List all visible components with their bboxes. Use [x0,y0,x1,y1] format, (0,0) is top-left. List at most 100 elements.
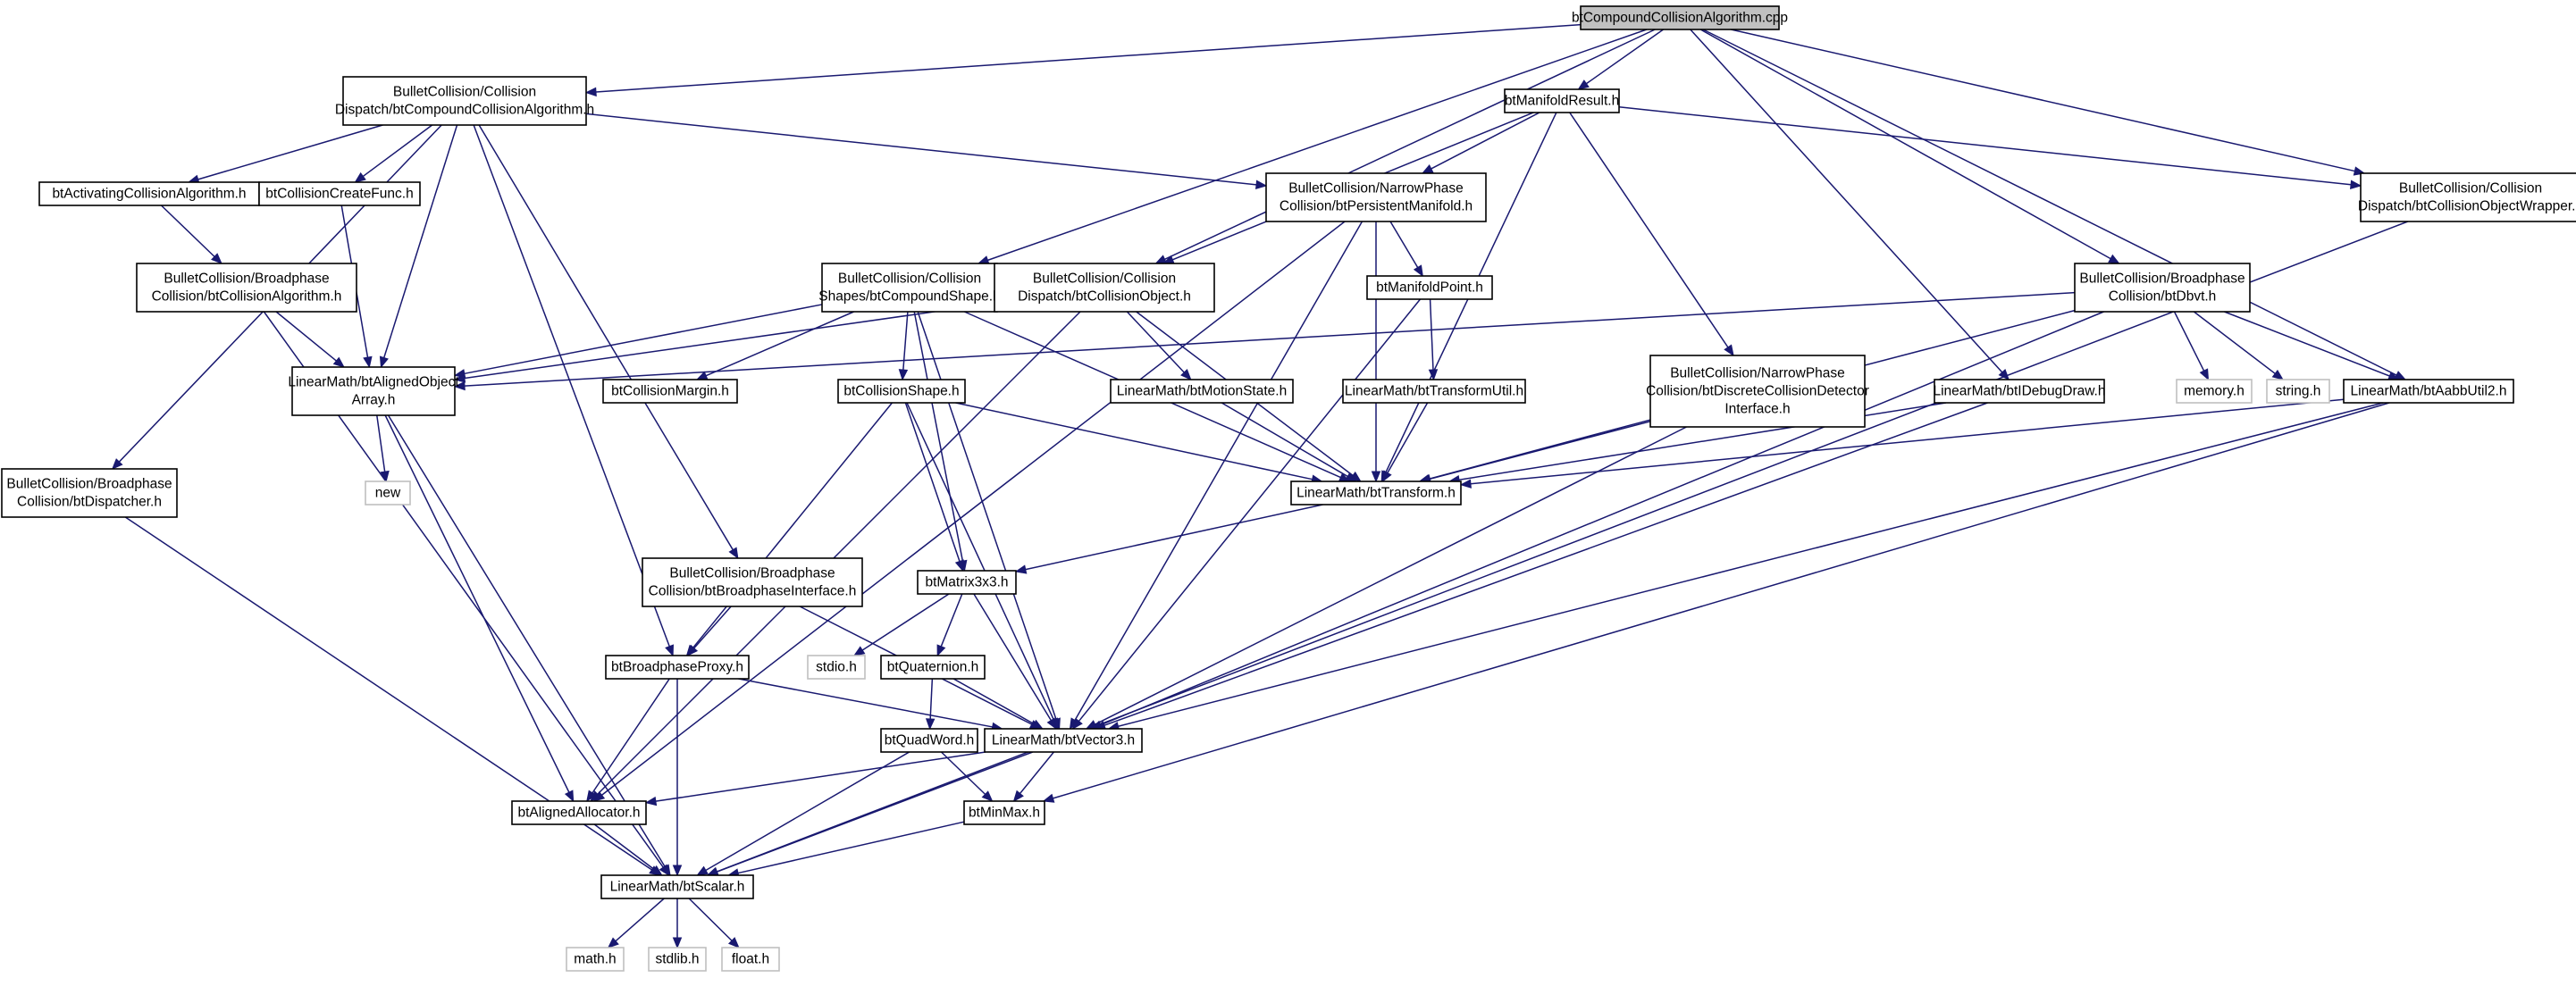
node-manifoldPoint[interactable]: btManifoldPoint.h [1366,275,1493,300]
node-collisionObject[interactable]: BulletCollision/CollisionDispatch/btColl… [994,263,1215,313]
edge-broadProxy-to-scalar [672,679,683,877]
edge-collisionObject-to-alignedArray [453,302,995,383]
edge-arrowhead [727,937,740,948]
edge-collisionAlg-to-alignedArray [275,311,345,368]
node-label: btBroadphaseProxy.h [611,660,743,675]
edge-line [464,291,2076,387]
node-minMax[interactable]: btMinMax.h [963,800,1045,825]
node-activating[interactable]: btActivatingCollisionAlgorithm.h [38,181,260,206]
edge-dbvt-to-string [2193,311,2285,380]
node-dispatcher[interactable]: BulletCollision/BroadphaseCollision/btDi… [1,468,178,518]
node-createFunc[interactable]: btCollisionCreateFunc.h [258,181,421,206]
node-motionState[interactable]: LinearMath/btMotionState.h [1110,379,1294,404]
edge-quadWord-to-minMax [940,751,994,802]
nodes-layer: btCompoundCollisionAlgorithm.cppBulletCo… [1,5,2576,972]
edge-line [955,402,1313,480]
node-transformUtil[interactable]: LinearMath/btTransformUtil.h [1342,379,1526,404]
edge-collisionObject-to-motionState [1126,311,1192,380]
node-box [994,263,1215,313]
node-box [602,379,738,404]
edge-arrowhead [380,470,390,483]
node-label: memory.h [2184,384,2245,399]
node-label: LinearMath/btAlignedObject [288,375,459,390]
edge-line [2224,311,2390,377]
node-matrix[interactable]: btMatrix3x3.h [917,570,1017,595]
node-collisionAlg[interactable]: BulletCollision/BroadphaseCollision/btCo… [136,263,357,313]
edge-line [655,751,986,802]
edge-line [952,678,1035,725]
edge-root-to-collisionObject [1154,29,1656,264]
edge-arrowhead [1046,717,1057,731]
node-label: BulletCollision/Broadphase [6,477,172,492]
edge-alignedAlloc-to-scalar [593,823,663,876]
node-margin[interactable]: btCollisionMargin.h [602,379,738,404]
node-box [642,557,863,607]
node-box [136,263,357,313]
node-broadIface[interactable]: BulletCollision/BroadphaseCollision/btBr… [642,557,863,607]
node-label: BulletCollision/NarrowPhase [1670,366,1845,381]
node-dbvt[interactable]: BulletCollision/BroadphaseCollision/btDb… [2074,263,2251,313]
node-box [837,379,966,404]
node-aabbUtil[interactable]: LinearMath/btAabbUtil2.h [2343,379,2514,404]
node-broadProxy[interactable]: btBroadphaseProxy.h [605,655,750,680]
node-scalar[interactable]: LinearMath/btScalar.h [600,874,754,899]
edge-matrix-to-quaternion [936,593,963,657]
edge-line [275,311,337,362]
node-objWrapper[interactable]: BulletCollision/CollisionDispatch/btColl… [2358,172,2576,222]
node-debugDraw[interactable]: LinearMath/btIDebugDraw.h [1933,379,2106,404]
edge-arrowhead [211,253,222,264]
node-root[interactable]: btCompoundCollisionAlgorithm.cpp [1572,5,1788,30]
node-box [1342,379,1526,404]
node-compoundShape[interactable]: BulletCollision/CollisionShapes/btCompou… [818,263,1001,313]
edge-line [1690,29,2003,373]
edge-line [1221,402,1348,478]
node-label: Collision/btDbvt.h [2109,289,2217,305]
edge-line [615,898,665,942]
edge-quaternion-to-quadWord [925,678,936,731]
edge-collisionShape-to-broadProxy [685,402,894,657]
edge-line [987,29,1648,262]
node-quadWord[interactable]: btQuadWord.h [880,728,978,753]
node-box [1,468,178,518]
node-persistent[interactable]: BulletCollision/NarrowPhaseCollision/btP… [1265,172,1487,222]
edge-arrowhead [660,864,671,877]
node-vector3[interactable]: LinearMath/btVector3.h [984,728,1143,753]
edge-line [464,304,823,375]
edge-line [705,311,854,377]
edge-line [1569,112,1729,348]
edge-broadIface-to-broadProxy [686,606,732,656]
edge-line [1164,29,1656,261]
node-label: Collision/btCollisionAlgorithm.h [152,289,342,305]
node-label: BulletCollision/Collision [838,272,981,287]
node-label: Shapes/btCompoundShape.h [818,289,1000,305]
node-box [291,366,456,416]
node-label: btQuaternion.h [887,660,979,675]
node-new: new [365,480,411,506]
node-label: BulletCollision/Broadphase [669,566,835,581]
edge-motionState-to-transform [1221,402,1357,482]
edge-arrowhead [2271,369,2285,380]
node-box [38,181,260,206]
node-alignedAlloc[interactable]: btAlignedAllocator.h [511,800,647,825]
edge-line [160,205,215,257]
edge-compoundShape-to-matrix [913,311,968,572]
node-box [1649,355,1866,428]
edge-line [940,751,986,795]
node-label: math.h [574,952,616,967]
edge-scalar-to-stdlib [672,898,683,949]
node-compoundAlg[interactable]: BulletCollision/CollisionDispatch/btComp… [335,76,594,126]
node-transform[interactable]: LinearMath/btTransform.h [1290,480,1462,506]
node-quaternion[interactable]: btQuaternion.h [880,655,986,680]
node-manifoldResult[interactable]: btManifoldResult.h [1504,88,1620,113]
node-collisionShape[interactable]: btCollisionShape.h [837,379,966,404]
edge-arrowhead [1428,369,1439,381]
node-label: btCollisionCreateFunc.h [265,187,413,202]
node-discrete[interactable]: BulletCollision/NarrowPhaseCollision/btD… [1646,355,1869,428]
node-label: string.h [2276,384,2321,399]
edge-manifoldResult-to-persistent [1421,112,1540,174]
edge-arrowhead [2350,180,2362,189]
edge-line [464,302,995,380]
edge-arrowhead [111,458,123,470]
